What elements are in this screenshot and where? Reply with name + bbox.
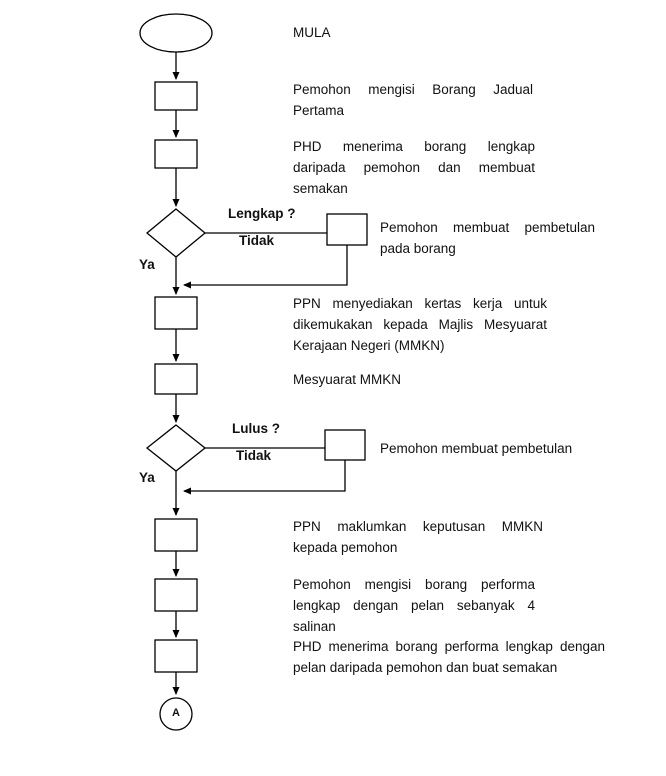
step4-box xyxy=(154,363,198,395)
step6-box xyxy=(154,578,198,612)
decision1-return-arrow xyxy=(183,245,348,289)
step5-box xyxy=(154,518,198,552)
decision1-diamond xyxy=(145,208,207,258)
decision2-no-label: Tidak xyxy=(236,448,272,463)
step3-description: PPN menyediakan kertas kerja untuk dikem… xyxy=(293,296,547,353)
decision2-action-box xyxy=(324,429,366,461)
step1-description: Pemohon mengisi Borang Jadual Pertama xyxy=(293,82,533,118)
step3-box xyxy=(154,296,198,330)
start-label: MULA xyxy=(293,25,331,40)
step6-description: Pemohon mengisi borang performa lengkap … xyxy=(293,577,535,634)
decision1-no-label: Tidak xyxy=(239,233,275,248)
connector-label: A xyxy=(172,707,180,719)
decision1-action-description: Pemohon membuat pembetulan pada borang xyxy=(380,220,595,256)
step2-description: PHD menerima borang lengkap daripada pem… xyxy=(293,139,535,196)
step4-description: Mesyuarat MMKN xyxy=(293,372,402,387)
decision2-return-arrow xyxy=(183,460,346,495)
decision1-question-label: Lengkap ? xyxy=(228,206,296,221)
decision2-action-description: Pemohon membuat pembetulan xyxy=(380,441,573,456)
decision1-yes-label: Ya xyxy=(139,257,155,272)
decision2-yes-label: Ya xyxy=(139,470,155,485)
decision1-action-box xyxy=(326,213,368,246)
step5-description: PPN maklumkan keputusan MMKN kepada pemo… xyxy=(293,519,543,555)
connector-circle xyxy=(159,697,193,731)
step1-box xyxy=(154,81,198,111)
decision2-question-label: Lulus ? xyxy=(232,421,280,436)
decision2-diamond xyxy=(145,424,207,472)
start-terminator-ellipse xyxy=(139,13,213,53)
step7-box xyxy=(154,639,198,673)
step2-box xyxy=(154,139,198,169)
step7-description: PHD menerima borang performa lengkap den… xyxy=(293,639,605,675)
